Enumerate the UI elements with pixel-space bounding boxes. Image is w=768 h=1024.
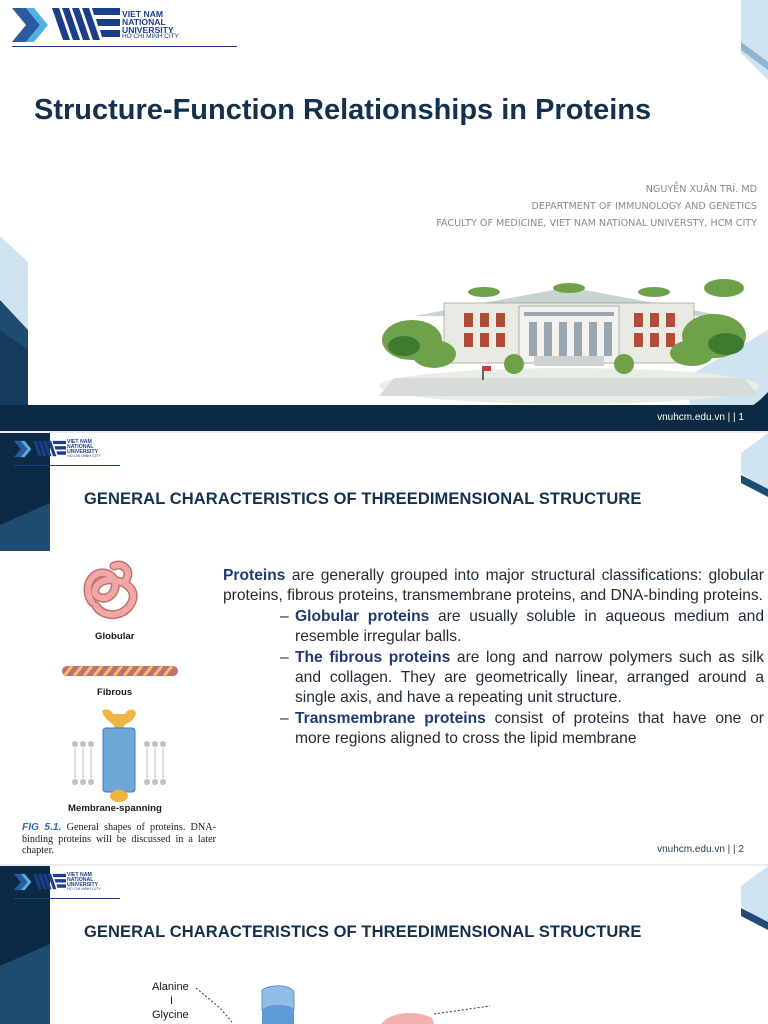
glycine-label: Glycine: [152, 1009, 189, 1021]
title-slide: VIET NAM NATIONAL UNIVERSITY HO CHI MINH…: [0, 0, 768, 433]
protein-structure-illustration: [195, 985, 491, 1024]
bullet-item: –Globular proteins are usually soluble i…: [280, 607, 764, 647]
bullet-rest: are usually soluble in aqueous medium an…: [295, 608, 764, 645]
university-logo: VIET NAM NATIONAL UNIVERSITY HO CHI MINH…: [14, 872, 101, 892]
section-heading: GENERAL CHARACTERISTICS OF THREEDIMENSIO…: [84, 923, 642, 941]
university-logo: VIET NAM NATIONAL UNIVERSITY HO CHI MINH…: [14, 439, 101, 459]
author-name: NGUYỄN XUÂN TRÍ. MD: [645, 184, 757, 195]
logo-underline: [14, 898, 120, 899]
content-slide: VIET NAM NATIONAL UNIVERSITY HO CHI MINH…: [0, 433, 768, 866]
vnu-emblem-icon: [12, 8, 120, 42]
logo-text: VIET NAM NATIONAL UNIVERSITY HO CHI MINH…: [122, 8, 179, 41]
bullet-bold: The fibrous proteins: [295, 649, 451, 666]
logo-line2: NATIONAL: [67, 443, 94, 450]
membrane-spanning-label: Membrane-spanning: [68, 803, 162, 814]
slide-corner-decoration: [0, 866, 768, 1024]
author-department: DEPARTMENT OF IMMUNOLOGY AND GENETICS: [531, 201, 758, 212]
vnu-emblem-icon: [14, 440, 66, 458]
author-faculty: FACULTY OF MEDICINE, VIET NAM NATIONAL U…: [436, 218, 757, 229]
campus-building-illustration: [379, 279, 759, 404]
bullet-rest: consist of proteins that have one or mor…: [295, 710, 764, 747]
logo-text: VIET NAM NATIONAL UNIVERSITY HO CHI MINH…: [67, 438, 101, 458]
logo-underline: [14, 465, 120, 466]
intro-rest: are generally grouped into major structu…: [223, 567, 764, 604]
bullet-item: –The fibrous proteins are long and narro…: [280, 648, 764, 708]
logo-line2: NATIONAL: [122, 16, 166, 27]
logo-text: VIET NAM NATIONAL UNIVERSITY HO CHI MINH…: [67, 871, 101, 891]
bullet-dash: –: [280, 608, 289, 625]
bullet-dash: –: [280, 710, 289, 727]
fibrous-label: Fibrous: [97, 687, 133, 698]
logo-line4: HO CHI MINH CITY: [67, 453, 101, 458]
membrane-protein-icon: [72, 709, 166, 802]
footer-website-page: vnuhcm.edu.vn | | 1: [657, 412, 744, 423]
logo-line1: VIET NAM: [67, 871, 92, 878]
footer-website-page: vnuhcm.edu.vn | | 2: [657, 844, 744, 855]
logo-line3: UNIVERSITY: [67, 881, 99, 888]
bullet-item: –Transmembrane proteins consist of prote…: [280, 709, 764, 749]
figure-caption-text: General shapes of proteins. DNA-binding …: [22, 822, 217, 856]
vnu-emblem-icon: [14, 873, 66, 891]
bullet-bold: Transmembrane proteins: [295, 710, 486, 727]
slide-body-text: Proteins are generally grouped into majo…: [223, 566, 764, 749]
bullet-rest: are long and narrow polymers such as sil…: [295, 649, 764, 706]
logo-line4: HO CHI MINH CITY: [67, 886, 101, 891]
bond-bar-label: I: [170, 995, 174, 1007]
globular-label: Globular: [95, 631, 135, 642]
protein-shapes-figure: Globular Fibrous: [14, 558, 220, 866]
logo-line3: UNIVERSITY: [122, 25, 174, 36]
bullet-dash: –: [280, 649, 289, 666]
figure-caption: FIG 5.1. General shapes of proteins. DNA…: [22, 822, 216, 857]
logo-line1: VIET NAM: [67, 438, 92, 445]
content-slide: VIET NAM NATIONAL UNIVERSITY HO CHI MINH…: [0, 866, 768, 1024]
logo-line1: VIET NAM: [122, 8, 164, 19]
intro-paragraph: Proteins are generally grouped into majo…: [223, 566, 764, 606]
figure-number: FIG 5.1.: [22, 822, 62, 833]
university-logo: VIET NAM NATIONAL UNIVERSITY HO CHI MINH…: [12, 6, 179, 44]
intro-bold: Proteins: [223, 567, 286, 584]
footer-band: [0, 405, 768, 433]
section-heading: GENERAL CHARACTERISTICS OF THREEDIMENSIO…: [84, 490, 642, 508]
logo-line3: UNIVERSITY: [67, 448, 99, 455]
logo-line4: HO CHI MINH CITY: [122, 33, 179, 41]
logo-underline: [12, 46, 237, 47]
presentation-title: Structure-Function Relationships in Prot…: [34, 94, 652, 126]
logo-line2: NATIONAL: [67, 876, 94, 883]
fibrous-protein-icon: [62, 665, 178, 677]
bullet-bold: Globular proteins: [295, 608, 430, 625]
globular-protein-icon: [83, 560, 138, 619]
author-block: NGUYỄN XUÂN TRÍ. MD DEPARTMENT OF IMMUNO…: [436, 181, 757, 232]
alanine-label: Alanine: [152, 981, 189, 993]
